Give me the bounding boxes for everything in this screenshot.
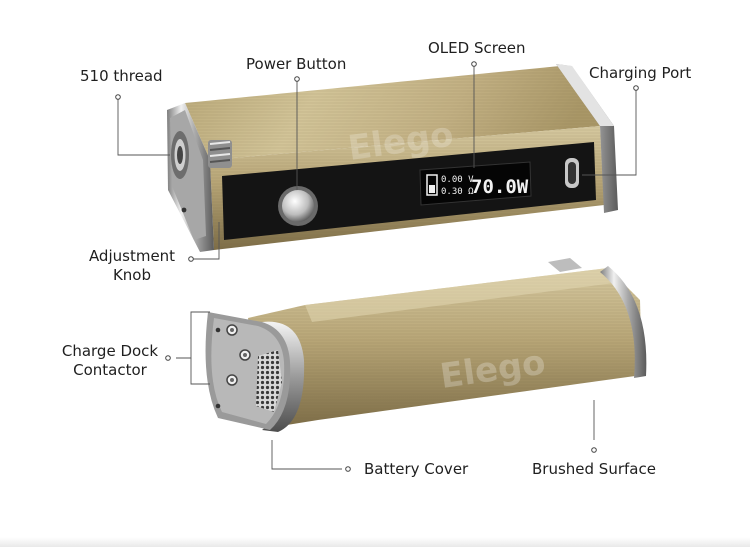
right-end-cap (556, 64, 618, 213)
top-device: 0.00 V 0.30 Ω 70.0W Elego (167, 64, 618, 252)
label-adjustment-knob: Adjustment Knob (86, 247, 178, 285)
oled-top-reading: 0.00 V (441, 175, 474, 185)
bottom-device: Elego (205, 258, 647, 432)
leader-lines (117, 64, 637, 470)
charge-dock-contactor (215, 324, 251, 409)
thread-510-connector (171, 131, 189, 179)
label-510-thread: 510 thread (80, 67, 163, 85)
leader-dots (115, 61, 639, 472)
label-adjustment-knob-line2: Knob (112, 266, 152, 284)
label-charge-dock-line2: Contactor (73, 361, 147, 379)
leader-charge-dock (176, 311, 210, 359)
leader-adjustment-knob (191, 222, 220, 260)
label-battery-cover: Battery Cover (364, 460, 469, 478)
front-chrome-ring (250, 321, 305, 432)
label-charging-port: Charging Port (589, 64, 692, 82)
charging-port (565, 158, 579, 188)
leader-battery-cover (271, 440, 342, 470)
adjustment-knob (208, 140, 232, 168)
leader-510-thread (117, 97, 170, 156)
bottom-right-cap (600, 266, 647, 378)
label-adjustment-knob-line1: Adjustment (88, 247, 176, 265)
label-oled-screen: OLED Screen (428, 39, 526, 57)
leader-charging-port (582, 88, 637, 176)
label-power-button: Power Button (246, 55, 347, 73)
floor-shadow (0, 537, 750, 547)
power-button (278, 186, 318, 226)
oled-bottom-reading: 0.30 Ω (441, 187, 474, 197)
label-charge-dock-contactor: Charge Dock Contactor (60, 342, 160, 380)
label-charge-dock-line1: Charge Dock (61, 342, 159, 360)
oled-wattage: 70.0W (471, 176, 529, 198)
label-brushed-surface: Brushed Surface (532, 460, 656, 478)
oled-screen: 0.00 V 0.30 Ω 70.0W (419, 161, 532, 206)
